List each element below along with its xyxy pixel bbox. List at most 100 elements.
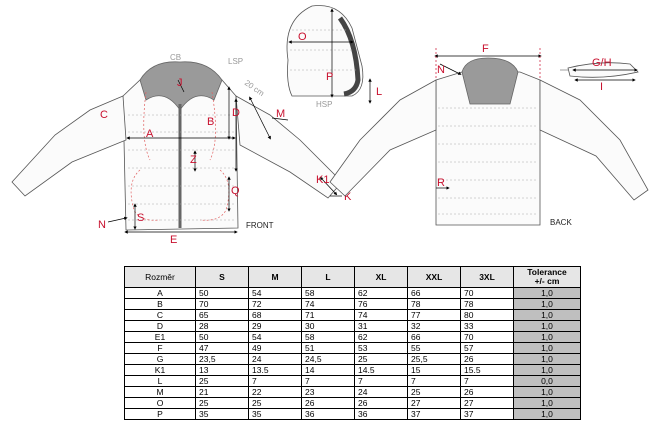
size-table: Rozměr S M L XL XXL 3XL Tolerance+/- cm … — [124, 266, 581, 420]
table-cell-value: 36 — [354, 408, 408, 420]
label-d: D — [232, 107, 240, 119]
table-cell-value: 26 — [301, 397, 355, 409]
table-cell-tolerance: 1,0 — [513, 287, 581, 299]
header-size-3xl: 3XL — [460, 266, 514, 288]
table-cell-dimension: O — [124, 397, 196, 409]
table-cell-value: 25 — [354, 353, 408, 365]
table-cell-value: 36 — [301, 408, 355, 420]
technical-drawing: A B C D E J K1 K M N Q S Z CB LSP 20 cm … — [11, 5, 649, 246]
table-cell-value: 24 — [248, 353, 302, 365]
table-cell-tolerance: 1,0 — [513, 298, 581, 310]
table-cell-dimension: A — [124, 287, 196, 299]
table-cell-tolerance: 1,0 — [513, 331, 581, 343]
back-labels: F N R BACK — [437, 43, 572, 227]
table-cell-tolerance: 1,0 — [513, 364, 581, 376]
table-cell-value: 77 — [407, 309, 461, 321]
label-gh: G/H — [592, 57, 612, 69]
label-p: P — [326, 71, 333, 83]
table-header-row: Rozměr S M L XL XXL 3XL Tolerance+/- cm — [124, 266, 581, 288]
header-size-l: L — [301, 266, 355, 288]
table-cell-value: 15 — [407, 364, 461, 376]
label-front: FRONT — [246, 221, 274, 230]
table-cell-value: 78 — [460, 298, 514, 310]
table-cell-value: 58 — [301, 287, 355, 299]
label-k1: K1 — [316, 174, 329, 186]
table-cell-value: 7 — [301, 375, 355, 387]
table-cell-value: 26 — [460, 386, 514, 398]
table-cell-dimension: B — [124, 298, 196, 310]
table-cell-tolerance: 1,0 — [513, 408, 581, 420]
table-cell-value: 62 — [354, 331, 408, 343]
table-cell-value: 66 — [407, 287, 461, 299]
table-cell-value: 23 — [301, 386, 355, 398]
header-size-s: S — [195, 266, 249, 288]
label-k: K — [344, 191, 352, 203]
table-cell-value: 26 — [460, 353, 514, 365]
label-n-back: N — [437, 64, 445, 76]
table-cell-value: 51 — [301, 342, 355, 354]
table-cell-dimension: C — [124, 309, 196, 321]
label-f: F — [482, 43, 489, 55]
label-i: I — [600, 81, 603, 93]
table-cell-value: 72 — [248, 298, 302, 310]
table-cell-value: 24,5 — [301, 353, 355, 365]
table-cell-value: 25 — [195, 375, 249, 387]
table-cell-value: 74 — [301, 298, 355, 310]
table-cell-value: 7 — [407, 375, 461, 387]
label-back: BACK — [550, 218, 572, 227]
table-cell-value: 28 — [195, 320, 249, 332]
table-cell-value: 76 — [354, 298, 408, 310]
table-cell-value: 62 — [354, 287, 408, 299]
table-cell-dimension: E1 — [124, 331, 196, 343]
label-r: R — [437, 177, 445, 189]
label-z: Z — [190, 154, 197, 166]
table-cell-value: 33 — [460, 320, 514, 332]
table-cell-value: 35 — [248, 408, 302, 420]
label-hsp: HSP — [316, 100, 332, 109]
table-cell-value: 25 — [248, 397, 302, 409]
table-cell-dimension: F — [124, 342, 196, 354]
table-cell-dimension: P — [124, 408, 196, 420]
table-cell-value: 68 — [248, 309, 302, 321]
front-quilt-lines — [128, 114, 234, 221]
table-cell-value: 29 — [248, 320, 302, 332]
table-cell-value: 25,5 — [407, 353, 461, 365]
table-cell-tolerance: 1,0 — [513, 353, 581, 365]
table-cell-value: 54 — [248, 331, 302, 343]
label-j: J — [177, 77, 183, 89]
table-cell-value: 13.5 — [248, 364, 302, 376]
table-cell-dimension: M — [124, 386, 196, 398]
label-20cm: 20 cm — [243, 78, 266, 98]
table-cell-tolerance: 0,0 — [513, 375, 581, 387]
table-cell-value: 65 — [195, 309, 249, 321]
label-a: A — [146, 128, 154, 140]
label-q: Q — [231, 185, 240, 197]
cuff-detail: G/H I — [560, 57, 639, 93]
table-cell-value: 21 — [195, 386, 249, 398]
table-cell-value: 37 — [407, 408, 461, 420]
table-cell-value: 80 — [460, 309, 514, 321]
table-cell-value: 54 — [248, 287, 302, 299]
table-cell-value: 71 — [301, 309, 355, 321]
table-cell-value: 57 — [460, 342, 514, 354]
table-cell-tolerance: 1,0 — [513, 320, 581, 332]
table-cell-value: 70 — [460, 331, 514, 343]
table-cell-value: 70 — [195, 298, 249, 310]
table-cell-value: 7 — [354, 375, 408, 387]
back-dimension-lines — [434, 48, 542, 190]
table-cell-value: 22 — [248, 386, 302, 398]
table-cell-value: 55 — [407, 342, 461, 354]
back-quilt-lines — [438, 107, 538, 215]
table-cell-dimension: D — [124, 320, 196, 332]
table-cell-value: 32 — [407, 320, 461, 332]
label-c: C — [100, 109, 108, 121]
